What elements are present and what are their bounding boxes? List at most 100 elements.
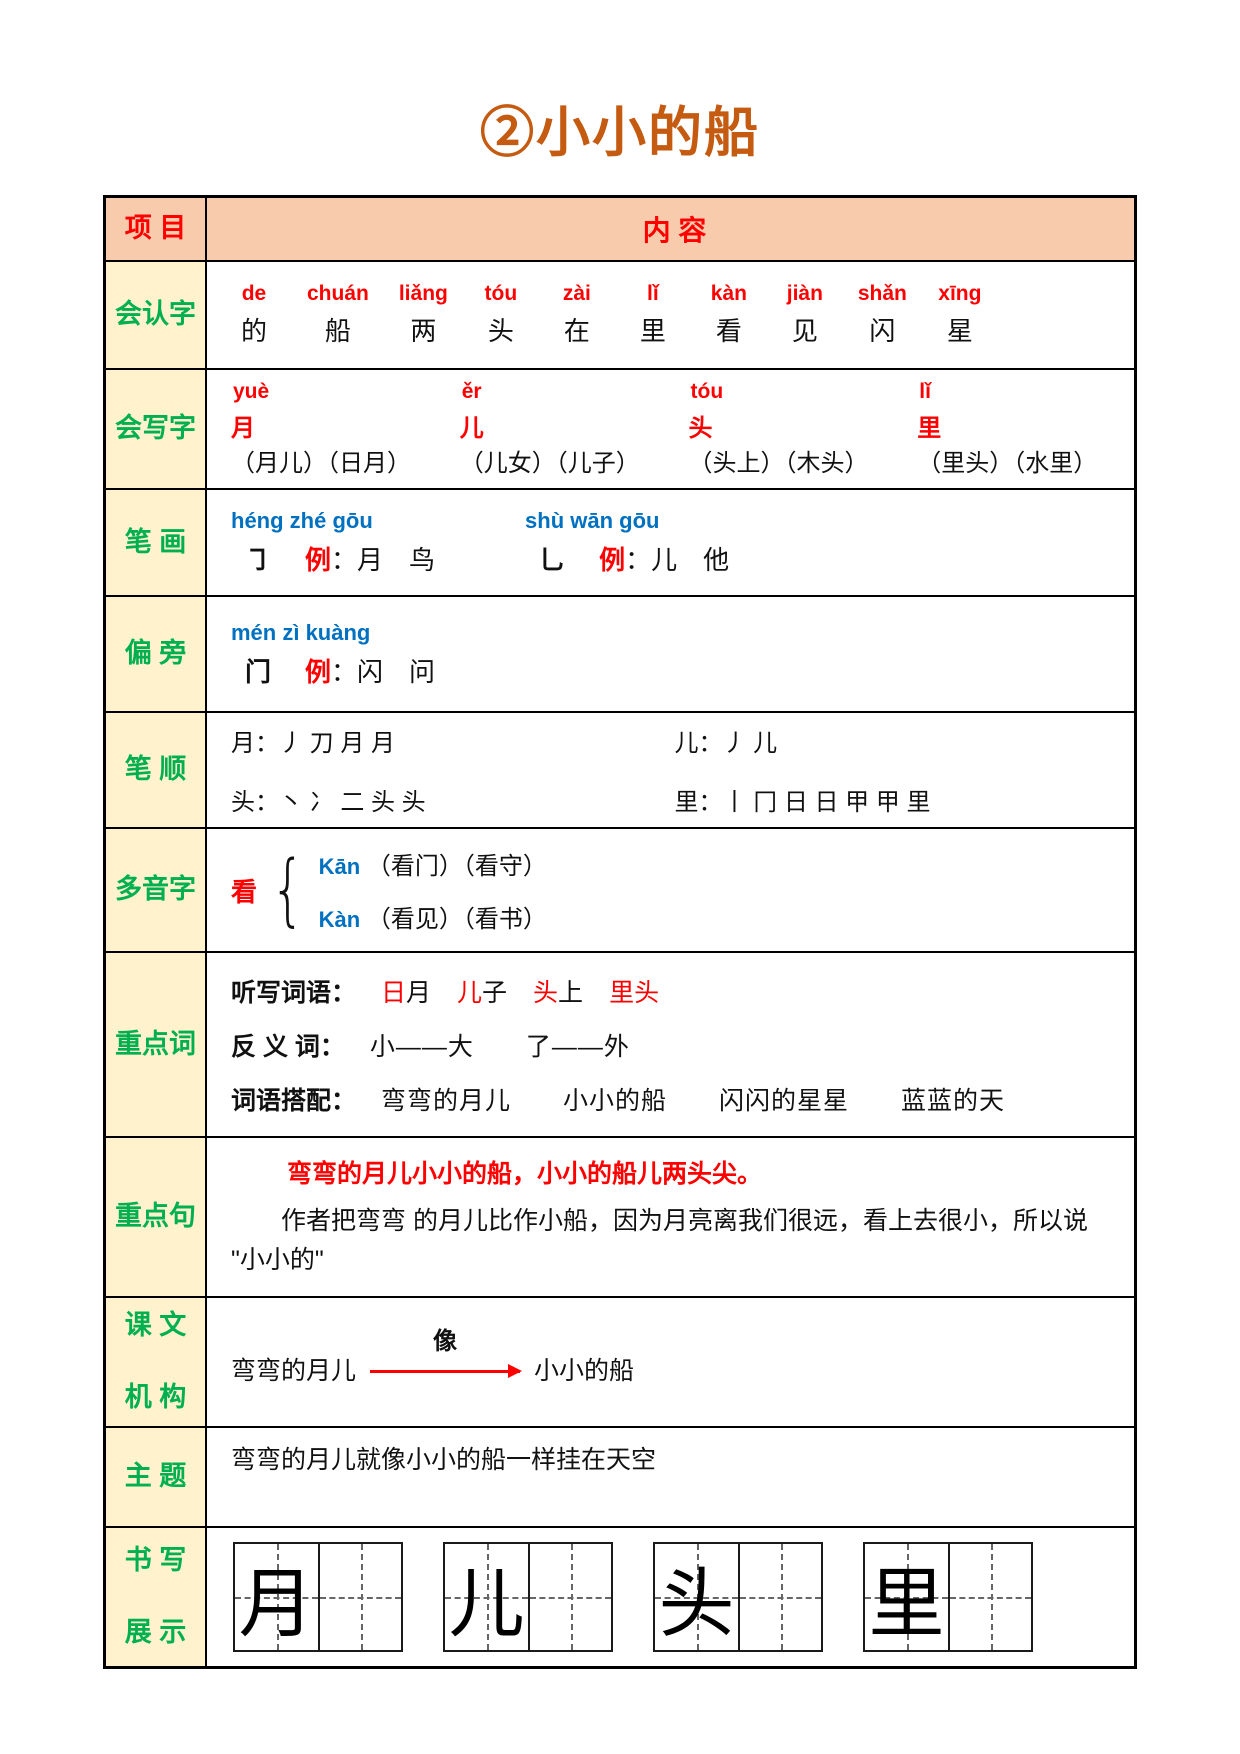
pinyin: tóu: [690, 380, 724, 403]
example-words: （月儿）（日月）: [231, 450, 411, 477]
write-char-list: yuè 月（月儿）（日月） ěr 儿（儿女）（儿子） tóu 头（头上）（木头）…: [231, 380, 1118, 478]
stroke-order-item: 头：丶 冫 二 头 头: [231, 789, 426, 816]
row-writing-display: 书 写 展 示 月 儿 头: [106, 1526, 1134, 1666]
write-chars-content: yuè 月（月儿）（日月） ěr 儿（儿女）（儿子） tóu 头（头上）（木头）…: [207, 370, 1134, 488]
writing-grid: 儿: [443, 1542, 613, 1652]
char-words: 儿（儿女）（儿子）: [460, 408, 661, 478]
strokes-content: héng zhé gōu ㇆例：月 鸟 shù wān gōu 乚例：儿 他: [207, 490, 1134, 595]
row-label: 重点句: [106, 1138, 207, 1296]
writing-grid-row: 月 儿 头 里: [231, 1538, 1118, 1656]
dictation-line: 听写词语： 日月 儿子 头上 里头: [231, 973, 1118, 1009]
pinyin: de: [241, 282, 267, 305]
reading-pinyin: Kān: [318, 854, 361, 879]
word-highlight: 日: [380, 978, 406, 1007]
row-key-words: 重点词 听写词语： 日月 儿子 头上 里头 反 义 词： 小——大: [106, 951, 1134, 1136]
row-label: 笔 画: [106, 490, 207, 595]
row-key-sentence: 重点句 弯弯的月儿小小的船，小小的船儿两头尖。 作者把弯弯 的月儿比作小船，因为…: [106, 1136, 1134, 1296]
row-label: 笔 顺: [106, 713, 207, 827]
reading-words: （看门）（看守）: [366, 853, 547, 880]
structure-right-term: 小小的船: [534, 1357, 635, 1385]
char-words: 头 （头上）（木头）: [689, 408, 890, 478]
example-words: （头上）（木头）: [688, 450, 869, 477]
row-label: 会写字: [106, 370, 207, 488]
hanzi: 两: [410, 316, 437, 346]
hanzi: 头: [688, 415, 713, 442]
row-stroke-order: 笔 顺 月：丿 刀 月 月 儿：丿 儿 头：丶 冫 二 头 头 里：丨 冂 日 …: [106, 711, 1134, 827]
right-arrow-icon: [370, 1364, 523, 1378]
hanzi: 月: [231, 415, 255, 442]
radical-pinyin: mén zì kuàng: [231, 619, 371, 645]
example-chars: ：月 鸟: [331, 545, 436, 575]
writing-cell: 头: [655, 1544, 738, 1650]
antonym-text: 小——大 了——外: [369, 1032, 630, 1061]
polyphone-char: 看: [231, 876, 258, 907]
key-sentence-content: 弯弯的月儿小小的船，小小的船儿两头尖。 作者把弯弯 的月儿比作小船，因为月亮离我…: [207, 1138, 1134, 1296]
writing-cell-empty: [948, 1544, 1031, 1650]
char-words: 里（里头）（水里）: [917, 408, 1118, 478]
pinyin: chuán: [307, 282, 369, 305]
writing-cell-empty: [318, 1544, 401, 1650]
pinyin: tóu: [484, 282, 518, 305]
row-label: 课 文 机 构: [106, 1298, 207, 1426]
row-label: 主 题: [106, 1428, 207, 1526]
polyphone-readings: Kān （看门）（看守） Kàn （看见）（看书）: [319, 846, 547, 934]
stroke-order-content: 月：丿 刀 月 月 儿：丿 儿 头：丶 冫 二 头 头 里：丨 冂 日 日 甲 …: [207, 713, 1134, 827]
radical-glyph: 门: [245, 656, 272, 687]
hanzi: 的: [240, 316, 267, 346]
theme-content: 弯弯的月儿就像小小的船一样挂在天空: [207, 1428, 1134, 1526]
row-label: 重点词: [106, 953, 207, 1136]
word-rest: 子: [482, 978, 508, 1007]
stroke-list: héng zhé gōu ㇆例：月 鸟 shù wān gōu 乚例：儿 他: [231, 508, 1118, 577]
stroke-pinyin: héng zhé gōu: [231, 508, 373, 533]
pinyin: zài: [562, 282, 591, 305]
word: 头上: [533, 973, 583, 1009]
collocation-line: 词语搭配： 弯弯的月儿 小小的船 闪闪的星星 蓝蓝的天: [231, 1081, 1118, 1117]
row-label: 书 写 展 示: [106, 1528, 207, 1666]
sentence-explanation-quote: "小小的": [231, 1246, 324, 1274]
row-label: 会认字: [106, 262, 207, 368]
char-words: 月 （月儿）（日月）: [231, 408, 432, 478]
row-label-line2: 机 构: [124, 1382, 187, 1412]
writing-cell: 月: [235, 1544, 318, 1650]
reading-item: Kàn （看见）（看书）: [319, 899, 547, 934]
collocation-label: 词语搭配：: [231, 1086, 357, 1115]
polyphone-content: 看 { Kān （看门）（看守） Kàn （看见）（看书）: [207, 829, 1134, 951]
header-cell-project: 项 目: [106, 198, 207, 260]
hanzi: 见: [791, 316, 818, 346]
key-sentence: 弯弯的月儿小小的船，小小的船儿两头尖。: [287, 1160, 763, 1189]
row-label-line1: 课 文: [124, 1310, 187, 1341]
reading-pinyin: Kàn: [318, 907, 361, 932]
pinyin: shǎn: [857, 282, 907, 305]
stroke-example: ㇆例：月 鸟: [231, 540, 435, 577]
reading-words: （看见）（看书）: [366, 906, 547, 933]
row-label: 偏 旁: [106, 597, 207, 711]
polyphone-group: 看 { Kān （看门）（看守） Kàn （看见）（看书）: [231, 846, 1118, 934]
example-label: 例: [599, 545, 626, 575]
writing-grid: 月: [233, 1542, 403, 1652]
stroke-item: shù wān gōu 乚例：儿 他: [525, 508, 729, 577]
writing-display-content: 月 儿 头 里: [207, 1528, 1134, 1666]
text-structure-content: 弯弯的月儿 像 小小的船: [207, 1298, 1134, 1426]
dictation-label: 听写词语：: [231, 978, 357, 1007]
structure-left-term: 弯弯的月儿: [231, 1357, 357, 1385]
theme-text: 弯弯的月儿就像小小的船一样挂在天空: [231, 1446, 657, 1474]
structure-diagram: 弯弯的月儿 像 小小的船: [231, 1321, 1118, 1403]
writing-grid: 里: [863, 1542, 1033, 1652]
example-chars: ：儿 他: [625, 545, 730, 575]
model-character: 头: [658, 1559, 735, 1648]
reading-item: Kān （看门）（看守）: [319, 846, 547, 881]
write-char-item: tóu 头 （头上）（木头）: [689, 380, 890, 478]
table-header-row: 项 目 内 容: [106, 198, 1134, 260]
stroke-glyph: 乚: [539, 545, 566, 575]
word: 日月: [381, 973, 431, 1009]
